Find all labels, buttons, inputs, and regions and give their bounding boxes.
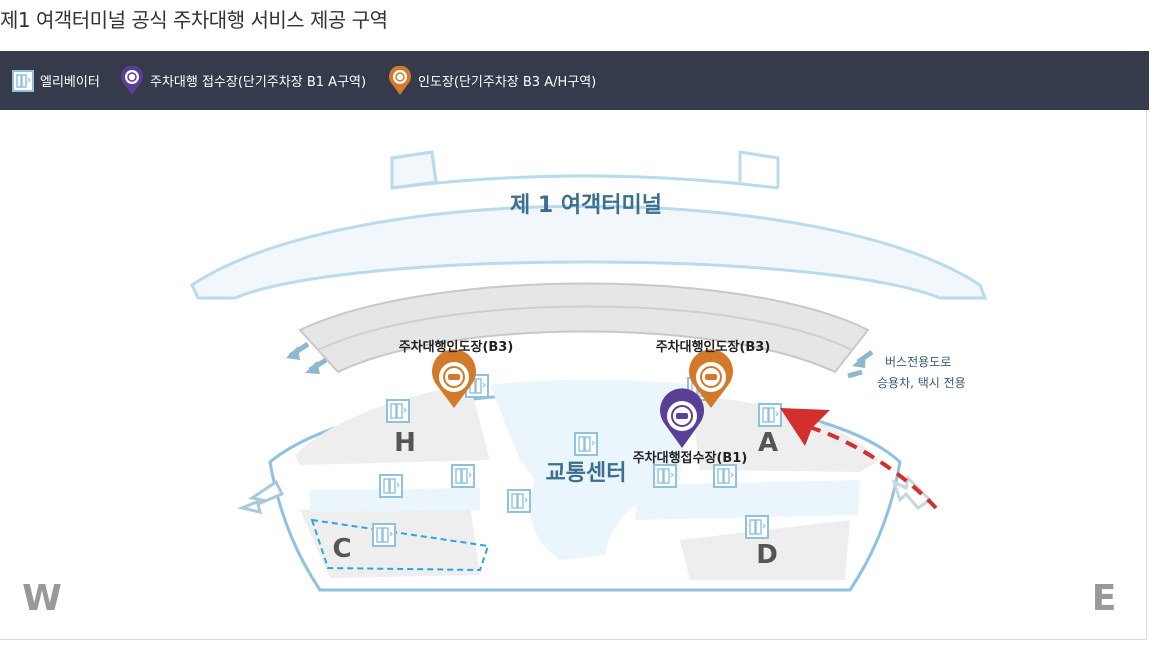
delivery-pin-left-icon — [432, 349, 476, 408]
elevator-icon — [379, 474, 403, 498]
elevator-icon — [758, 403, 782, 427]
zone-c-dashed-outline — [310, 518, 490, 572]
route-arrowhead-icon — [780, 408, 830, 446]
legend-elevator-label: 엘리베이터 — [40, 75, 100, 90]
zone-c-label: C — [332, 534, 351, 564]
zone-d-label: D — [756, 540, 778, 570]
legend-delivery: 인도장(단기주차장 B3 A/H구역) — [388, 51, 596, 110]
car-taxi-label: 승용차, 택시 전용 — [877, 376, 966, 390]
delivery-left-label: 주차대행인도장(B3) — [399, 339, 514, 355]
elevator-icon — [451, 464, 475, 488]
zone-h-block — [295, 385, 490, 465]
elevator-icon — [713, 464, 737, 488]
elevator-icon — [12, 69, 34, 92]
page-title: 제1 여객터미널 공식 주차대행 서비스 제공 구역 — [0, 8, 388, 32]
reception-pin-icon — [121, 65, 143, 95]
zone-h-label: H — [394, 428, 416, 458]
reception-pin-icon — [660, 388, 704, 448]
west-exit-arrow-icon — [236, 479, 285, 514]
legend-delivery-label: 인도장(단기주차장 B3 A/H구역) — [418, 75, 597, 90]
zone-a-label: A — [758, 428, 778, 458]
legend-reception-label: 주차대행 접수장(단기주차장 B1 A구역) — [150, 75, 367, 90]
delivery-pin-right-icon — [689, 349, 734, 408]
delivery-right-label: 주차대행인도장(B3) — [656, 339, 771, 355]
reception-label: 주차대행접수장(B1) — [633, 450, 748, 466]
map-frame: 제 1 여객터미널 교통센터 H A C D W E — [0, 110, 1147, 640]
zone-d-block — [680, 520, 850, 580]
transport-center-label: 교통센터 — [546, 461, 627, 486]
elevator-icon — [745, 515, 769, 539]
elevator-icon — [372, 523, 396, 547]
legend-elevator: 엘리베이터 — [12, 51, 100, 110]
west-label: W — [22, 578, 62, 619]
terminal-name: 제 1 여객터미널 — [510, 193, 662, 218]
elevator-icon — [386, 399, 410, 423]
road-band — [298, 282, 870, 374]
transport-center-area — [490, 379, 690, 560]
zone-a-block — [690, 395, 880, 472]
elevator-icon — [653, 464, 677, 488]
bus-road-label: 버스전용도로 — [885, 355, 951, 369]
east-label: E — [1092, 578, 1117, 619]
legend-bar: 엘리베이터 주차대행 접수장(단기주차장 B1 A구역) 인도장(단기주차장 B… — [0, 51, 1149, 110]
legend-reception: 주차대행 접수장(단기주차장 B1 A구역) — [120, 51, 366, 110]
east-entry-arrow-icon — [891, 474, 933, 510]
elevator-icon — [507, 489, 531, 513]
terminal-building — [190, 150, 988, 300]
elevator-icon — [574, 432, 598, 456]
delivery-pin-icon — [389, 65, 411, 95]
terminal-map: 제 1 여객터미널 교통센터 H A C D W E — [22, 150, 1117, 619]
